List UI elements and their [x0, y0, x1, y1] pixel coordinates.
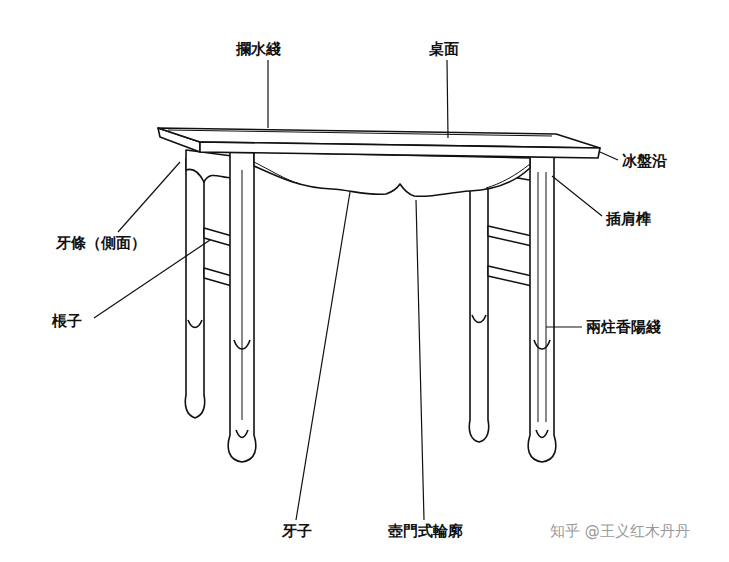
part-name: 壺門式輪廓 — [386, 522, 465, 540]
part-name: 插肩榫 — [604, 210, 653, 228]
part-name: 攔水綫 — [234, 40, 283, 58]
part-name: 棖子 — [50, 312, 84, 330]
part-name: 牙子 — [280, 522, 314, 540]
part-name: 牙條（側面） — [54, 234, 148, 252]
part-name: 兩炷香陽綫 — [584, 318, 663, 336]
part-name: 桌面 — [427, 40, 461, 58]
part-name: 冰盤沿 — [620, 152, 669, 170]
watermark: 知乎 @王义红木丹丹 — [548, 522, 692, 540]
